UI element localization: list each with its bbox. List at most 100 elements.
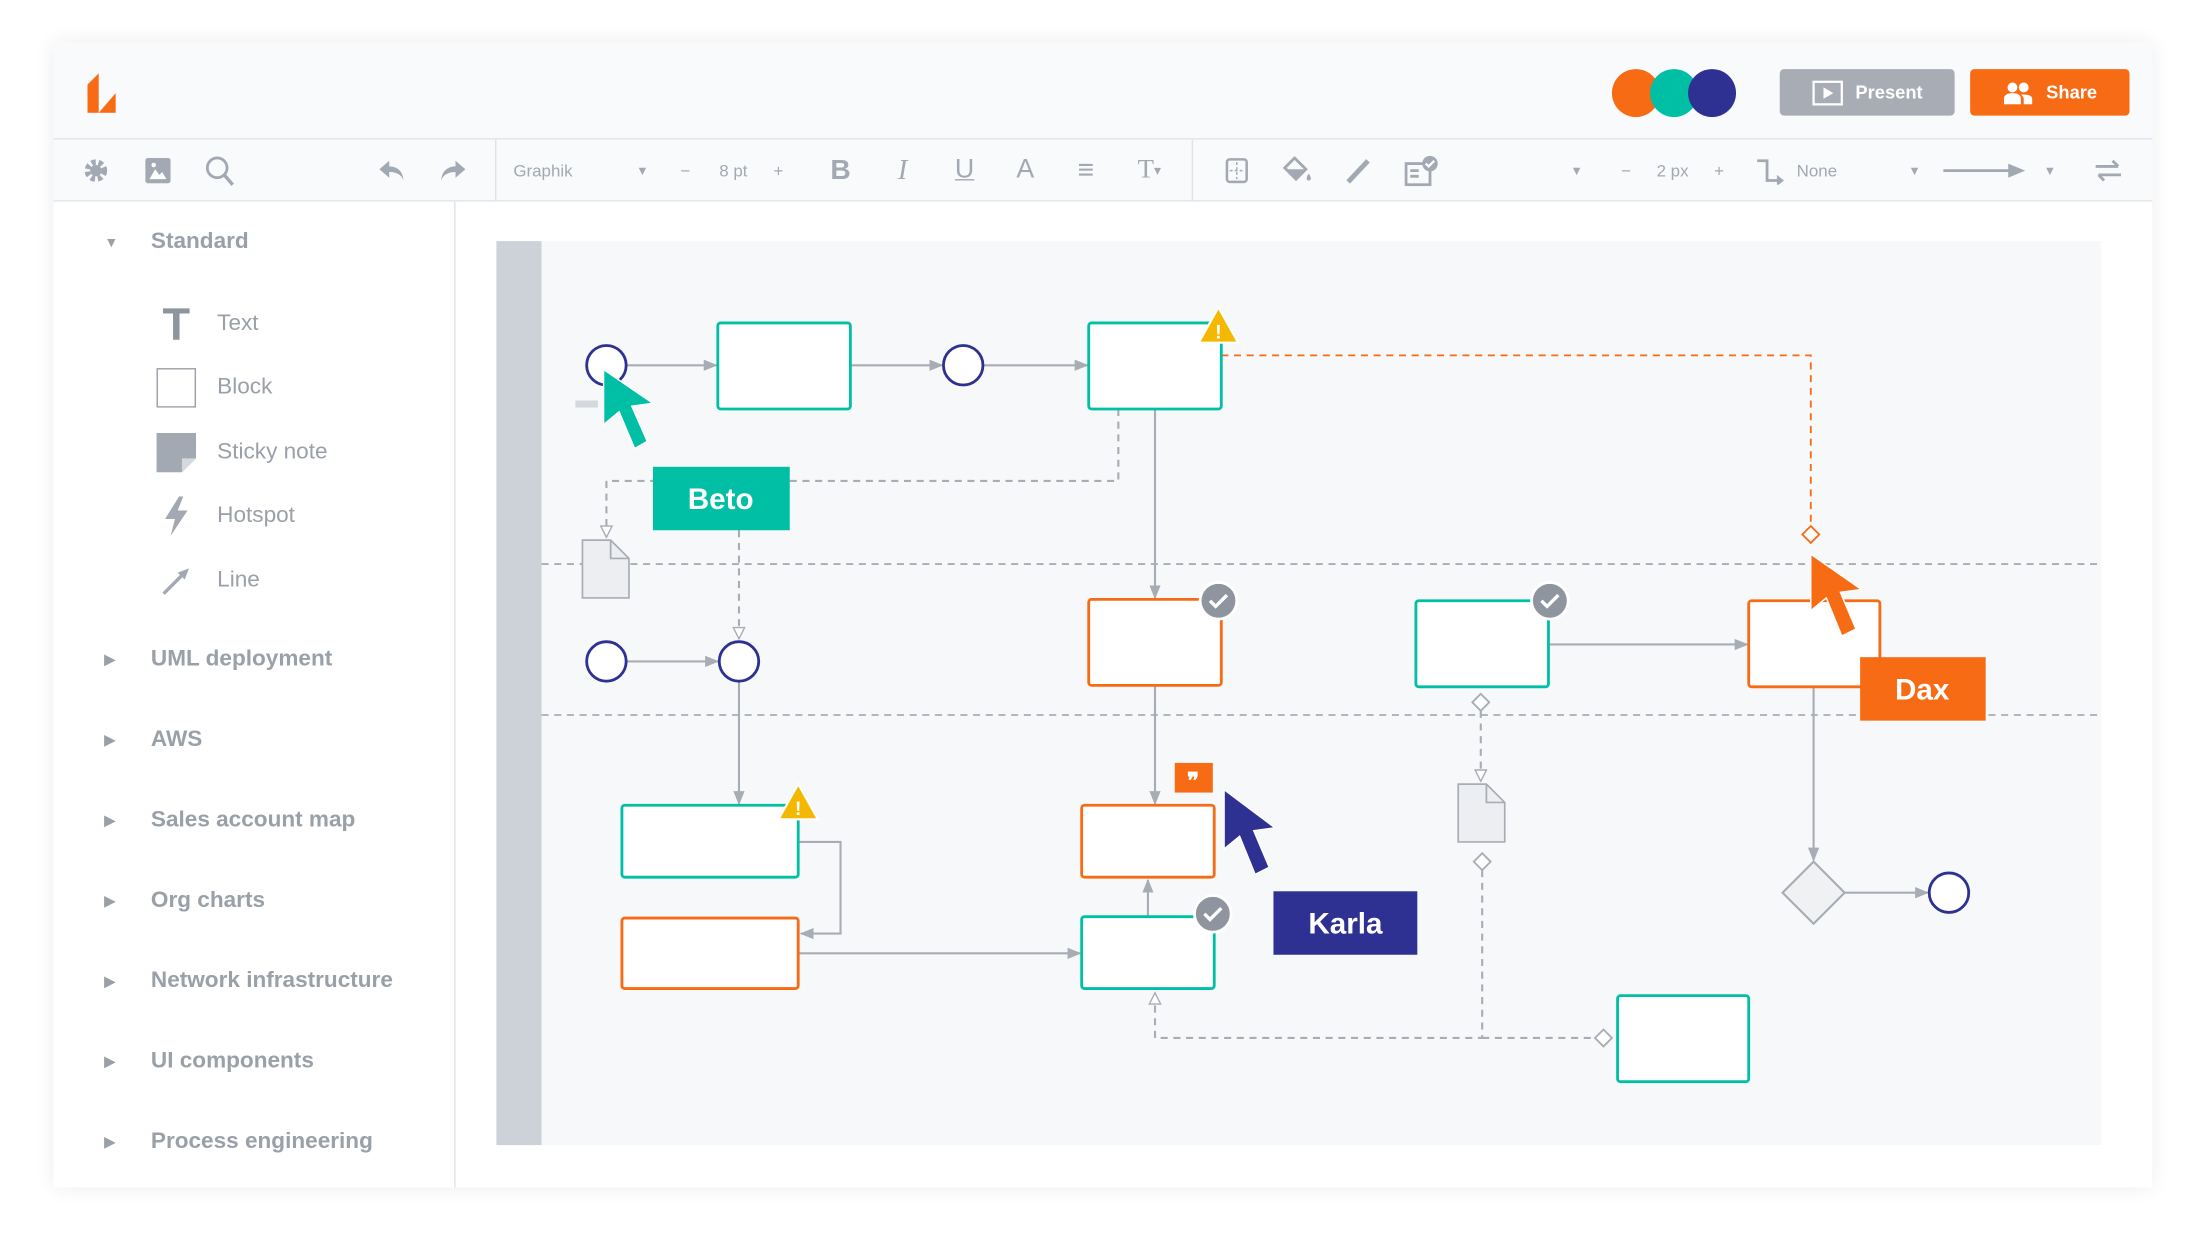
shape-line[interactable]: Line: [155, 560, 260, 602]
process-block[interactable]: [1080, 803, 1216, 879]
lightning-icon: [155, 495, 197, 537]
table-icon[interactable]: [1220, 140, 1254, 202]
search-icon[interactable]: [200, 140, 239, 202]
chevron-down-icon: ▼: [636, 163, 649, 178]
bold-icon[interactable]: B: [830, 154, 851, 186]
users-icon: [2003, 81, 2033, 104]
comment-icon[interactable]: ❞: [1174, 762, 1213, 793]
diamond-endpoints: [1471, 524, 1821, 1048]
header: Present Share: [53, 42, 2153, 140]
pen-icon[interactable]: [1341, 140, 1375, 202]
font-size-increase[interactable]: +: [773, 160, 784, 181]
cursor-beto: Beto: [602, 368, 790, 531]
undo-icon[interactable]: [375, 140, 409, 202]
font-size-value[interactable]: 8 pt: [719, 160, 748, 181]
warning-icon: !: [1196, 305, 1241, 344]
section-title: UI components: [150, 1049, 314, 1074]
present-button[interactable]: Present: [1779, 69, 1955, 116]
italic-icon[interactable]: I: [897, 154, 908, 186]
connector-type-icon[interactable]: [1752, 140, 1789, 202]
line-jump-value: None: [1796, 160, 1838, 181]
lucid-logo[interactable]: [87, 73, 118, 113]
image-icon[interactable]: [141, 140, 175, 202]
shape-sticky-note[interactable]: Sticky note: [155, 432, 328, 474]
fill-icon[interactable]: [1279, 140, 1316, 202]
section-title: Process engineering: [150, 1129, 373, 1154]
font-name: Graphik: [513, 160, 573, 181]
line-color-dropdown[interactable]: ▼: [1570, 163, 1583, 178]
section-org-charts[interactable]: ▶Org charts: [104, 888, 265, 913]
process-block[interactable]: [1616, 994, 1751, 1084]
swap-icon[interactable]: [2090, 140, 2127, 202]
line-width-value[interactable]: 2 px: [1656, 160, 1689, 181]
redo-icon[interactable]: [436, 140, 470, 202]
underline-icon[interactable]: U: [954, 155, 975, 185]
process-block[interactable]: [716, 321, 852, 411]
present-label: Present: [1855, 81, 1923, 103]
shape-label: Sticky note: [217, 440, 328, 464]
section-sales-account-map[interactable]: ▶Sales account map: [104, 808, 355, 833]
check-icon: [1198, 581, 1239, 621]
share-button[interactable]: Share: [1970, 69, 2130, 116]
shape-label: Block: [217, 375, 273, 400]
gear-icon[interactable]: [79, 140, 113, 202]
line-jump-select[interactable]: None ▼: [1797, 140, 1921, 202]
section-uml-deployment[interactable]: ▶UML deployment: [104, 647, 332, 672]
section-aws[interactable]: ▶AWS: [104, 728, 202, 753]
collaborator-avatars: [1611, 69, 1739, 118]
svg-text:❞: ❞: [1187, 768, 1199, 793]
chevron-down-icon: ▼: [1908, 163, 1921, 178]
section-title: Network infrastructure: [150, 968, 393, 993]
align-icon[interactable]: ≡: [1077, 154, 1095, 186]
chevron-down-icon: ▼: [104, 234, 119, 251]
section-title: UML deployment: [150, 647, 333, 672]
event-circle[interactable]: [717, 640, 761, 683]
arrow-line-icon: [1943, 163, 2026, 178]
end-event[interactable]: [1927, 871, 1971, 914]
block-icon: [155, 367, 197, 409]
process-block[interactable]: [1087, 321, 1223, 411]
chevron-down-icon: ▼: [2043, 163, 2057, 178]
svg-text:!: !: [795, 798, 802, 820]
data-icon[interactable]: [1402, 140, 1441, 202]
check-icon: [1530, 581, 1570, 621]
font-select[interactable]: Graphik ▼: [513, 140, 648, 202]
line-width-increase[interactable]: +: [1714, 160, 1725, 181]
text-icon: T: [162, 298, 191, 350]
section-network-infrastructure[interactable]: ▶Network infrastructure: [104, 969, 393, 994]
section-standard[interactable]: ▼Standard: [104, 230, 248, 255]
cursor-dax: Dax: [1810, 552, 1986, 721]
line-width-decrease[interactable]: −: [1621, 160, 1631, 181]
text-options-icon[interactable]: T▾: [1137, 155, 1162, 185]
shape-hotspot[interactable]: Hotspot: [155, 495, 295, 537]
cursor-arrow-icon: [1223, 788, 1277, 876]
process-block[interactable]: [620, 803, 800, 879]
selection-handle: [575, 400, 598, 408]
process-block[interactable]: [1087, 597, 1223, 687]
avatar-navy[interactable]: [1688, 69, 1737, 118]
text-color-icon[interactable]: A: [1016, 155, 1035, 185]
shape-label: Hotspot: [217, 503, 295, 528]
process-block[interactable]: [1080, 915, 1216, 991]
check-badges: [1193, 581, 1570, 934]
warning-icon: !: [776, 781, 820, 821]
font-size-decrease[interactable]: −: [680, 160, 691, 181]
orange-dashed-connector: [1221, 354, 1812, 527]
event-circle[interactable]: [585, 640, 628, 683]
cursor-karla: Karla: [1223, 788, 1418, 955]
chevron-right-icon: ▶: [104, 893, 116, 909]
process-block[interactable]: [620, 916, 800, 991]
section-ui-components[interactable]: ▶UI components: [104, 1049, 314, 1074]
document-icon: [581, 539, 630, 599]
section-process-engineering[interactable]: ▶Process engineering: [104, 1130, 373, 1155]
check-icon: [1193, 894, 1233, 934]
process-block[interactable]: [1414, 599, 1550, 689]
toolbar: Graphik▼ − 8 pt + B I U A ≡ T▾ ▼ − 2 px …: [53, 139, 2153, 202]
event-circle[interactable]: [942, 344, 985, 387]
shape-block[interactable]: Block: [155, 367, 272, 409]
cursor-label-beto: Beto: [688, 483, 754, 516]
line-ending-select[interactable]: ▼: [1941, 140, 2057, 202]
decision-diamond[interactable]: [1781, 860, 1847, 926]
